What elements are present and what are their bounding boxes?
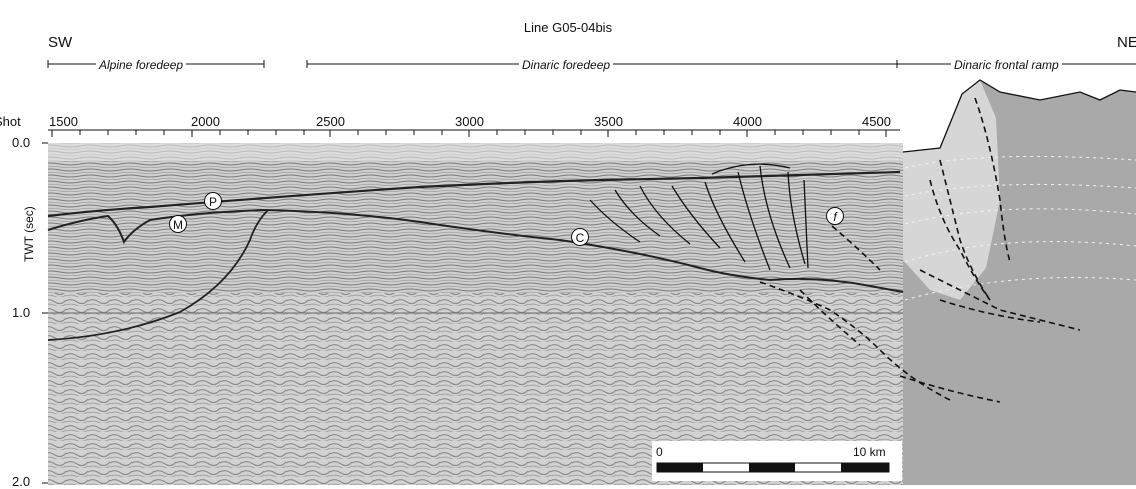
shot-tick: 4000 bbox=[733, 114, 762, 129]
shot-tick: 3000 bbox=[455, 114, 484, 129]
dashed-faults bbox=[759, 97, 1081, 403]
direction-ne-label: NE bbox=[1117, 34, 1136, 51]
shot-tick: 2000 bbox=[191, 114, 220, 129]
zone-label-dinaric-ramp: Dinaric frontal ramp bbox=[951, 58, 1062, 72]
marker-p: P bbox=[204, 192, 222, 210]
scale-bar bbox=[652, 441, 902, 481]
scale-bar-start: 0 bbox=[656, 445, 663, 459]
interpretation-panel bbox=[902, 79, 1136, 485]
faults bbox=[589, 163, 809, 271]
horizons bbox=[47, 170, 904, 341]
twt-axis bbox=[42, 142, 48, 484]
scale-bar-end: 10 km bbox=[853, 445, 886, 459]
marker-m: M bbox=[169, 215, 187, 233]
shot-tick: 4500 bbox=[862, 114, 891, 129]
twt-axis-label: TWT (sec) bbox=[22, 206, 36, 262]
seismic-image bbox=[48, 143, 903, 485]
twt-tick: 2.0 bbox=[12, 474, 31, 489]
zone-label-alpine: Alpine foredeep bbox=[96, 58, 187, 72]
twt-tick: 0.0 bbox=[12, 135, 31, 150]
marker-f: f bbox=[826, 207, 844, 225]
zone-label-dinaric-foredeep: Dinaric foredeep bbox=[519, 58, 614, 72]
shot-axis-label: Shot bbox=[0, 114, 21, 129]
marker-c: C bbox=[571, 228, 589, 246]
shot-tick: 1500 bbox=[49, 114, 78, 129]
shot-tick: 3500 bbox=[594, 114, 623, 129]
shot-tick: 2500 bbox=[316, 114, 345, 129]
direction-sw-label: SW bbox=[48, 34, 73, 51]
figure-title: Line G05-04bis bbox=[523, 20, 613, 35]
twt-tick: 1.0 bbox=[12, 305, 31, 320]
shot-axis bbox=[48, 129, 900, 137]
